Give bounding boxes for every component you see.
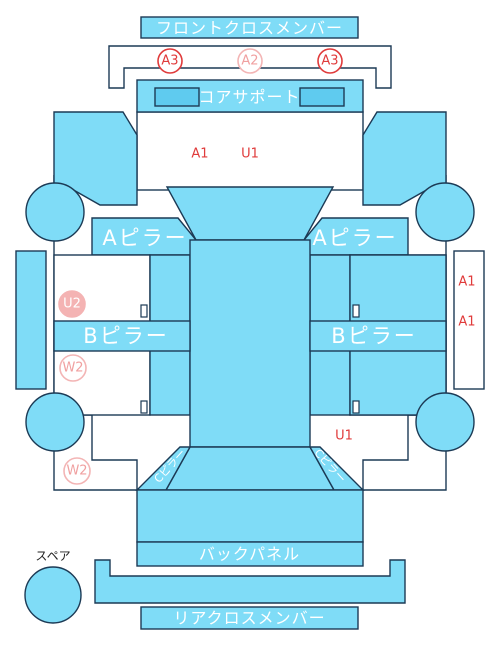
damage-code: A3 xyxy=(321,54,338,69)
core-support-label: コアサポート xyxy=(198,88,300,107)
left-rocker-panel[interactable] xyxy=(15,250,47,390)
mark-ring[interactable] xyxy=(58,290,86,318)
windshield[interactable] xyxy=(165,186,335,241)
damage-code: A3 xyxy=(161,54,178,69)
damage-code: A1 xyxy=(191,147,208,162)
damage-code: U1 xyxy=(335,429,353,444)
mark-ring[interactable] xyxy=(157,48,183,74)
mark-ring[interactable] xyxy=(237,48,263,74)
right-b-pillar[interactable] xyxy=(309,320,447,352)
front-left-wheel[interactable] xyxy=(25,182,85,242)
left-rear-door-slot xyxy=(140,400,148,414)
rear-window[interactable] xyxy=(164,446,336,491)
right-rear-door-slot xyxy=(352,400,360,414)
back-panel[interactable] xyxy=(136,541,364,567)
damage-code: A1 xyxy=(458,315,475,330)
core-support-left-insert xyxy=(154,87,200,107)
damage-code: W2 xyxy=(62,361,83,376)
right-front-door-slot xyxy=(352,304,360,318)
damage-code: A2 xyxy=(241,54,258,69)
damage-code: U2 xyxy=(63,297,81,312)
rear-bumper[interactable] xyxy=(94,559,406,604)
rear-cross-member[interactable] xyxy=(140,606,359,630)
rear-left-wheel[interactable] xyxy=(25,392,85,452)
front-cross-member[interactable] xyxy=(140,16,359,39)
mark-ring[interactable] xyxy=(59,354,87,382)
rear-right-wheel[interactable] xyxy=(415,392,475,452)
left-b-pillar-label: Bピラー xyxy=(83,324,168,348)
left-front-door-slot xyxy=(140,304,148,318)
core-support-right-insert xyxy=(299,87,345,107)
mark-ring[interactable] xyxy=(63,457,91,485)
front-cross-member-label: フロントクロスメンバー xyxy=(156,19,343,38)
spare-tire-label: スペア xyxy=(35,549,70,563)
right-b-pillar-label: Bピラー xyxy=(331,324,416,348)
trunk-floor[interactable] xyxy=(136,489,364,543)
left-a-pillar-label: Aピラー xyxy=(102,226,187,250)
right-a-pillar-label: Aピラー xyxy=(312,226,397,250)
damage-code: A1 xyxy=(458,275,475,290)
damage-code: W2 xyxy=(66,464,87,479)
rear-cross-member-label: リアクロスメンバー xyxy=(173,609,325,628)
front-right-wheel[interactable] xyxy=(415,182,475,242)
back-panel-label: バックパネル xyxy=(199,545,300,564)
spare-tire[interactable] xyxy=(24,566,82,624)
roof[interactable] xyxy=(189,239,311,448)
mark-ring[interactable] xyxy=(317,48,343,74)
right-rocker-panel[interactable] xyxy=(453,250,485,390)
damage-code: U1 xyxy=(241,147,259,162)
left-b-pillar[interactable] xyxy=(53,320,191,352)
